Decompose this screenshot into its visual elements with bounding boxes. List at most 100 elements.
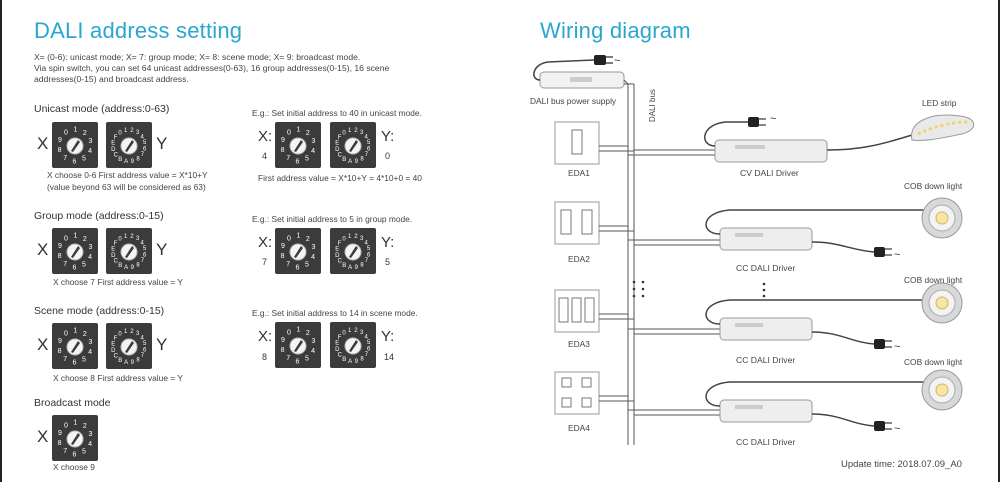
intro-line-3: addresses(0-15) and broadcast address.	[34, 74, 189, 84]
svg-text:3: 3	[360, 330, 364, 336]
unicast-example: E.g.: Set initial address to 40 in unica…	[252, 108, 422, 118]
group-note: X choose 7 First address value = Y	[53, 277, 183, 287]
svg-text:A: A	[348, 265, 352, 271]
cc-driver-2	[628, 299, 930, 349]
svg-text:B: B	[342, 263, 346, 269]
svg-text:9: 9	[58, 243, 62, 250]
svg-text:F: F	[338, 335, 342, 341]
svg-text:8: 8	[281, 147, 285, 154]
svg-text:2: 2	[354, 128, 358, 134]
scene-example: E.g.: Set initial address to 14 in scene…	[252, 308, 418, 318]
svg-text:A: A	[124, 159, 128, 165]
svg-text:3: 3	[88, 244, 92, 251]
unicast-y-label: Y	[156, 134, 168, 153]
svg-text:F: F	[338, 135, 342, 141]
eda4-panel	[554, 371, 634, 415]
svg-text:4: 4	[88, 148, 92, 155]
cc3-tilde: ~	[894, 423, 900, 435]
scene-eg-y: Y:	[381, 328, 395, 345]
svg-text:B: B	[118, 263, 122, 269]
svg-text:5: 5	[305, 156, 309, 163]
unicast-eg-y-val: 0	[385, 151, 391, 161]
eda4-label: EDA4	[568, 423, 590, 433]
svg-text:9: 9	[58, 137, 62, 144]
intro-line-1: X= (0-6): unicast mode; X= 7: group mode…	[34, 52, 361, 62]
eda3-label: EDA3	[568, 339, 590, 349]
svg-text:9: 9	[355, 159, 359, 165]
svg-text:3: 3	[88, 339, 92, 346]
bus-label: DALI bus	[648, 89, 657, 122]
psu-tilde: ~	[614, 55, 620, 67]
group-eg-x: X:	[258, 234, 273, 251]
svg-text:6: 6	[367, 146, 371, 152]
svg-text:1: 1	[124, 329, 128, 335]
svg-text:6: 6	[296, 359, 300, 366]
address-setting-title: DALI address setting	[34, 18, 243, 43]
cc-driver-2-label: CC DALI Driver	[736, 355, 795, 365]
svg-text:D: D	[335, 253, 340, 259]
cc-driver-3-label: CC DALI Driver	[736, 437, 795, 447]
svg-text:5: 5	[82, 357, 86, 364]
scene-note: X choose 8 First address value = Y	[53, 373, 183, 383]
svg-text:9: 9	[131, 265, 135, 271]
cob-light-2	[921, 282, 963, 324]
svg-text:3: 3	[88, 431, 92, 438]
svg-text:8: 8	[360, 357, 364, 363]
svg-text:E: E	[111, 247, 115, 253]
svg-text:7: 7	[286, 355, 290, 362]
svg-text:6: 6	[73, 360, 77, 367]
svg-text:1: 1	[297, 327, 301, 334]
svg-text:9: 9	[131, 159, 135, 165]
svg-text:E: E	[111, 342, 115, 348]
right-border	[998, 0, 1000, 482]
svg-text:E: E	[335, 247, 339, 253]
svg-text:0: 0	[64, 129, 68, 136]
svg-text:2: 2	[130, 234, 134, 240]
cc-driver-3	[628, 381, 930, 431]
svg-text:8: 8	[58, 253, 62, 260]
svg-text:7: 7	[365, 258, 369, 264]
bus-ellipsis	[632, 280, 766, 298]
svg-text:7: 7	[141, 258, 145, 264]
svg-text:2: 2	[306, 236, 310, 243]
cv-tilde: ~	[770, 113, 776, 125]
svg-text:D: D	[111, 253, 116, 259]
svg-text:6: 6	[73, 452, 77, 459]
svg-text:7: 7	[286, 155, 290, 162]
svg-text:6: 6	[73, 159, 77, 166]
svg-text:6: 6	[73, 265, 77, 272]
svg-text:9: 9	[58, 430, 62, 437]
svg-text:0: 0	[118, 331, 122, 337]
broadcast-x-label: X	[37, 427, 49, 446]
svg-text:6: 6	[143, 252, 147, 258]
svg-text:7: 7	[141, 353, 145, 359]
unicast-eg-y: Y:	[381, 128, 395, 145]
unicast-note-2: (value beyond 63 will be considered as 6…	[47, 182, 206, 192]
svg-text:9: 9	[281, 137, 285, 144]
broadcast-heading: Broadcast mode	[34, 397, 111, 409]
svg-text:8: 8	[136, 157, 140, 163]
svg-text:5: 5	[367, 340, 371, 346]
svg-text:2: 2	[83, 331, 87, 338]
svg-text:3: 3	[360, 236, 364, 242]
svg-text:0: 0	[287, 129, 291, 136]
cob-2-label: COB down light	[904, 275, 963, 285]
svg-text:6: 6	[143, 146, 147, 152]
svg-text:5: 5	[143, 341, 147, 347]
cv-driver-label: CV DALI Driver	[740, 168, 799, 178]
svg-text:5: 5	[82, 156, 86, 163]
svg-text:2: 2	[83, 130, 87, 137]
eda2-label: EDA2	[568, 254, 590, 264]
svg-text:0: 0	[342, 236, 346, 242]
svg-text:A: A	[124, 360, 128, 366]
svg-text:9: 9	[355, 359, 359, 365]
svg-text:9: 9	[281, 243, 285, 250]
svg-text:0: 0	[287, 235, 291, 242]
group-eg-y-val: 5	[385, 257, 391, 267]
